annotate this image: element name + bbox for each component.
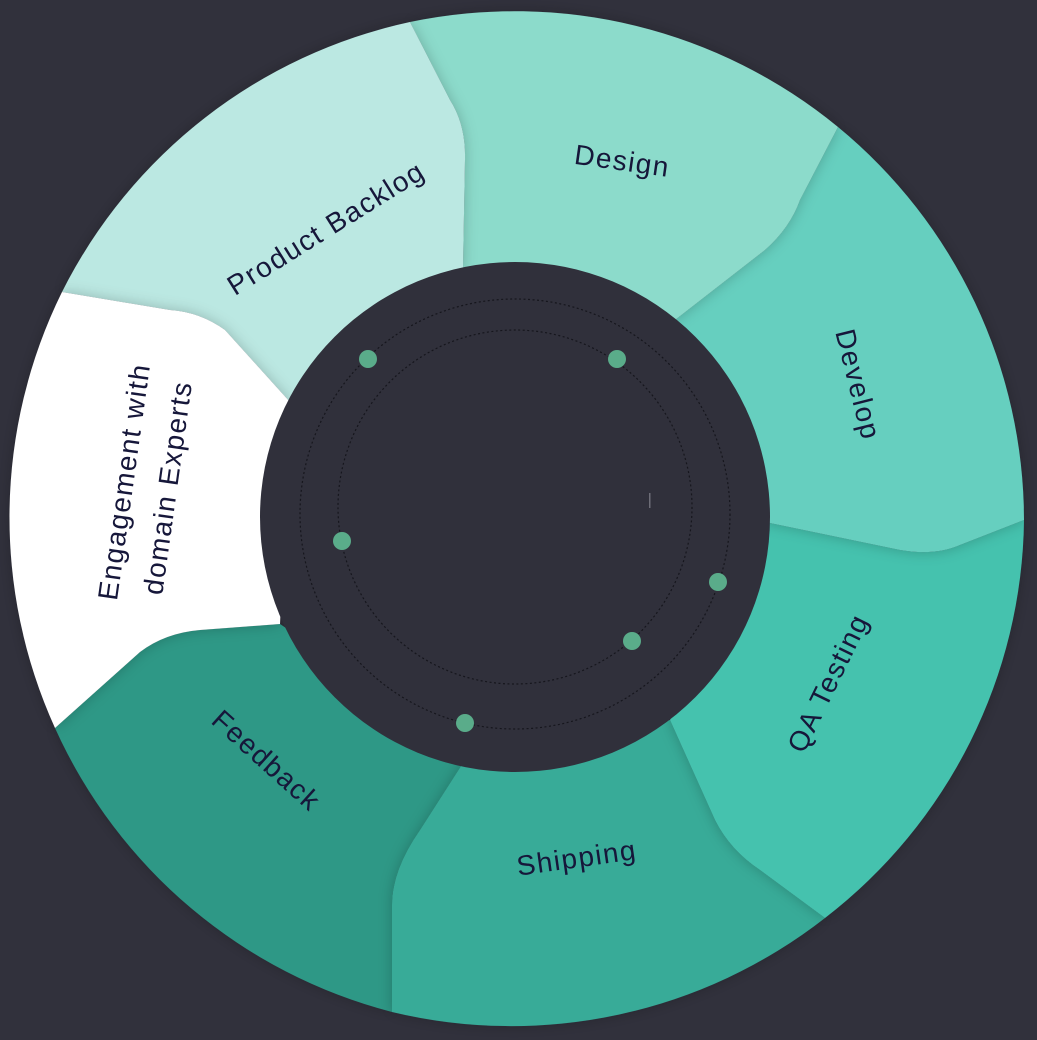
segment-product-backlog[interactable] bbox=[62, 22, 466, 402]
hub-tick bbox=[649, 493, 651, 508]
segment-develop[interactable] bbox=[675, 127, 1024, 553]
hub-dots bbox=[333, 350, 727, 732]
hub-ring-inner bbox=[337, 329, 693, 685]
hub-dot bbox=[623, 632, 641, 650]
hub-ring-outer bbox=[299, 298, 731, 730]
segment-engagement[interactable] bbox=[9, 292, 290, 728]
center-hub bbox=[260, 262, 770, 772]
hub-dot bbox=[456, 714, 474, 732]
hub-dot bbox=[333, 532, 351, 550]
hub-dot bbox=[709, 573, 727, 591]
segment-design[interactable] bbox=[410, 11, 838, 320]
segment-shipping[interactable] bbox=[392, 720, 825, 1027]
hub-dot bbox=[359, 350, 377, 368]
segment-qa-testing[interactable] bbox=[670, 520, 1024, 918]
hub-dot bbox=[608, 350, 626, 368]
